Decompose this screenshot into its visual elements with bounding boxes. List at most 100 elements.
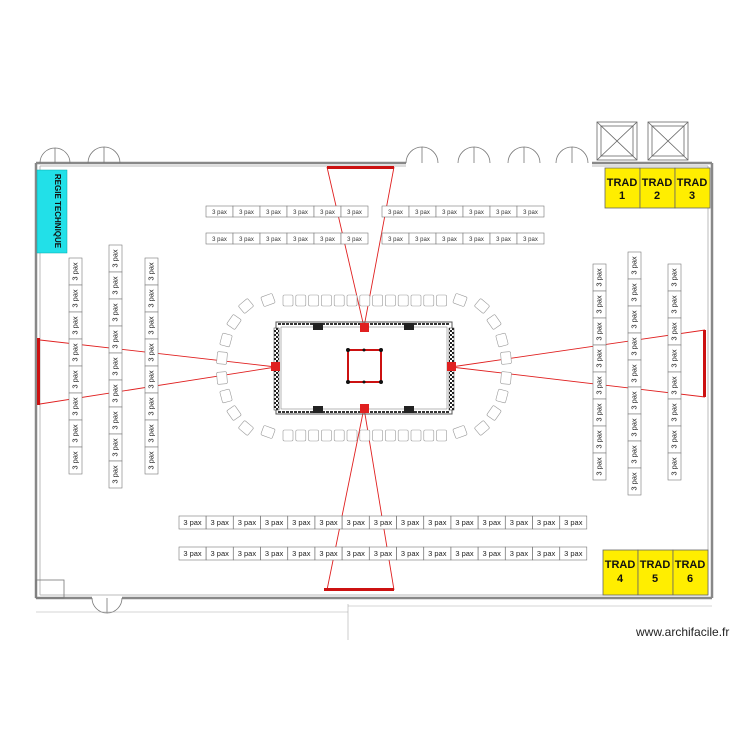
pax-table: 3 pax <box>592 452 607 481</box>
pax-table: 3 pax <box>450 546 479 561</box>
chair <box>423 429 435 442</box>
pax-table: 3 pax <box>287 546 316 561</box>
pax-table: 3 pax <box>144 392 159 421</box>
svg-text:5: 5 <box>652 573 658 585</box>
pax-table-label: 3 pax <box>211 518 230 527</box>
pax-table: 3 pax <box>259 232 288 245</box>
chair <box>260 293 276 307</box>
pax-table: 3 pax <box>144 419 159 448</box>
pax-table-label: 3 pax <box>670 457 679 476</box>
chair <box>346 429 358 442</box>
pax-table-label: 3 pax <box>595 295 604 314</box>
chair <box>333 429 345 442</box>
pax-table-label: 3 pax <box>630 283 639 302</box>
pax-table-label: 3 pax <box>238 549 257 558</box>
pax-table-label: 3 pax <box>239 210 254 216</box>
pax-table: 3 pax <box>667 452 682 481</box>
pax-table-label: 3 pax <box>293 237 308 243</box>
pax-table-label: 3 pax <box>595 322 604 341</box>
pax-table: 3 pax <box>286 205 315 218</box>
pax-table-label: 3 pax <box>147 343 156 362</box>
pax-table: 3 pax <box>108 433 123 462</box>
central-chairs <box>216 293 512 442</box>
svg-text:2: 2 <box>654 190 660 202</box>
pax-table-label: 3 pax <box>469 210 484 216</box>
chair <box>359 429 371 442</box>
pax-table: 3 pax <box>314 546 343 561</box>
central-table <box>271 321 456 415</box>
svg-text:TRAD: TRAD <box>605 559 636 571</box>
pax-table-label: 3 pax <box>670 322 679 341</box>
pax-table: 3 pax <box>108 460 123 489</box>
door-top-left <box>39 146 121 164</box>
pax-table: 3 pax <box>68 446 83 475</box>
inner-wall-lines <box>39 165 709 596</box>
pax-table: 3 pax <box>381 205 410 218</box>
pax-table-label: 3 pax <box>265 518 284 527</box>
pax-table: 3 pax <box>108 244 123 273</box>
pax-table-label: 3 pax <box>183 549 202 558</box>
chair <box>495 332 509 348</box>
svg-text:4: 4 <box>617 573 624 585</box>
pax-table: 3 pax <box>205 515 234 530</box>
pax-table-label: 3 pax <box>537 549 556 558</box>
chair <box>385 429 396 442</box>
pax-table: 3 pax <box>340 205 369 218</box>
pax-table: 3 pax <box>260 515 288 530</box>
pax-table: 3 pax <box>592 290 607 319</box>
pax-table: 3 pax <box>627 386 642 415</box>
pax-table-label: 3 pax <box>630 391 639 410</box>
pax-table-label: 3 pax <box>415 210 430 216</box>
pax-table: 3 pax <box>68 284 83 313</box>
pax-table-label: 3 pax <box>510 549 529 558</box>
chair <box>410 294 422 307</box>
chair <box>321 429 332 442</box>
pax-table: 3 pax <box>450 515 479 530</box>
pax-table-label: 3 pax <box>238 518 257 527</box>
pax-table-label: 3 pax <box>266 210 281 216</box>
pax-table: 3 pax <box>627 359 642 388</box>
pax-table: 3 pax <box>592 344 607 373</box>
pax-table: 3 pax <box>68 419 83 448</box>
pax-table: 3 pax <box>559 515 588 530</box>
pax-table-label: 3 pax <box>320 237 335 243</box>
pax-table: 3 pax <box>423 546 452 561</box>
chair <box>238 420 254 436</box>
dimension-lines <box>36 604 712 640</box>
chair <box>321 294 332 307</box>
pax-table-label: 3 pax <box>564 518 583 527</box>
chair <box>474 298 490 314</box>
pax-table-label: 3 pax <box>442 210 457 216</box>
pax-table-label: 3 pax <box>111 465 120 484</box>
pax-table-label: 3 pax <box>111 276 120 295</box>
pax-table: 3 pax <box>592 263 607 292</box>
chair <box>308 429 319 442</box>
chair <box>359 294 371 307</box>
pax-table-label: 3 pax <box>670 349 679 368</box>
pax-table-label: 3 pax <box>428 518 447 527</box>
pax-table-label: 3 pax <box>442 237 457 243</box>
pax-table: 3 pax <box>627 467 642 496</box>
pax-table-label: 3 pax <box>428 549 447 558</box>
svg-text:6: 6 <box>687 573 693 585</box>
pax-table: 3 pax <box>667 344 682 373</box>
pax-table-label: 3 pax <box>483 549 502 558</box>
pax-table-label: 3 pax <box>401 549 420 558</box>
pax-table-label: 3 pax <box>496 210 511 216</box>
watermark: www.archifacile.fr <box>636 625 730 639</box>
pax-table: 3 pax <box>205 546 234 561</box>
pax-table: 3 pax <box>286 232 315 245</box>
chair <box>333 294 345 307</box>
pax-table-label: 3 pax <box>374 549 393 558</box>
svg-text:TRAD: TRAD <box>675 559 706 571</box>
pax-table-label: 3 pax <box>147 370 156 389</box>
pax-table-label: 3 pax <box>71 343 80 362</box>
pax-table: 3 pax <box>516 232 545 245</box>
trad-booth-4: TRAD 4 <box>602 549 639 596</box>
trad-booth-5: TRAD 5 <box>637 549 674 596</box>
pax-table: 3 pax <box>381 232 410 245</box>
chair <box>282 429 294 442</box>
pax-table: 3 pax <box>68 365 83 394</box>
